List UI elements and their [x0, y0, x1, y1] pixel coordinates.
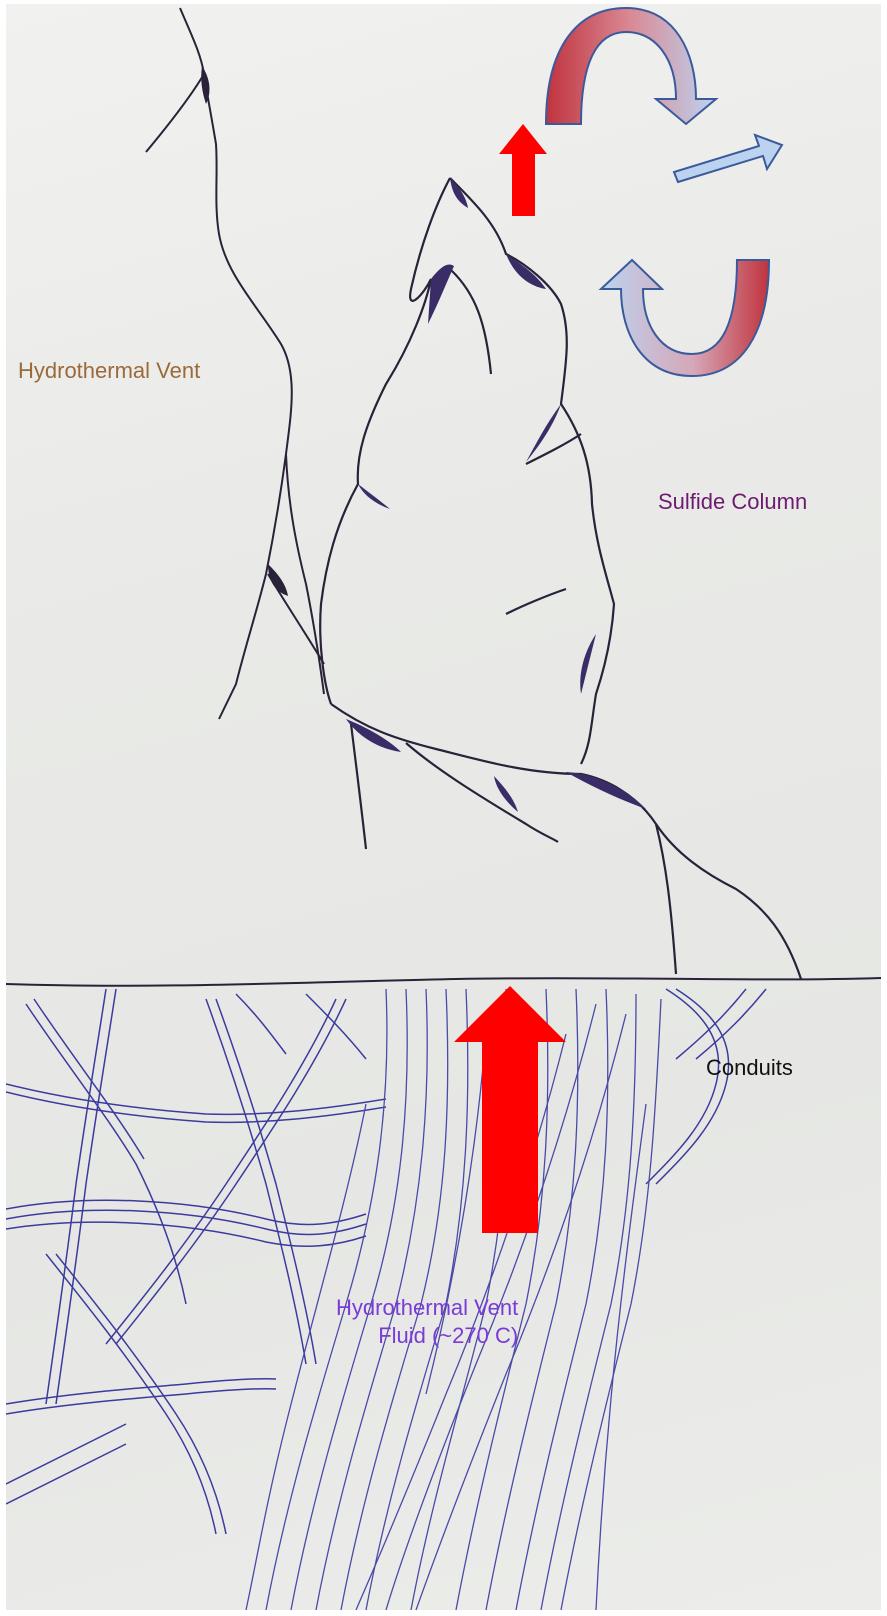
conduits-label: Conduits — [706, 1054, 793, 1082]
sulfide-column — [320, 178, 801, 979]
upward-red-arrow-icon — [454, 986, 566, 1233]
fluid-label-line2: Fluid (~270 C) — [336, 1322, 518, 1350]
sulfide-column-label: Sulfide Column — [658, 488, 807, 516]
upward-red-arrow-icon — [499, 124, 547, 216]
fissure-shading — [201, 66, 288, 596]
circulation-arrow-icon — [546, 8, 716, 124]
hydrothermal-vent-label: Hydrothermal Vent — [18, 357, 200, 385]
diagram-drawing — [6, 4, 881, 1610]
circulation-arrow-icon — [601, 260, 769, 376]
outflow-arrow-icon — [674, 135, 782, 182]
fluid-label-line1: Hydrothermal Vent — [336, 1294, 518, 1322]
fluid-label: Hydrothermal Vent Fluid (~270 C) — [336, 1294, 518, 1349]
diagram-sheet: Hydrothermal Vent Sulfide Column Conduit… — [6, 4, 881, 1610]
seafloor-line — [6, 978, 881, 986]
column-shading — [346, 178, 646, 812]
